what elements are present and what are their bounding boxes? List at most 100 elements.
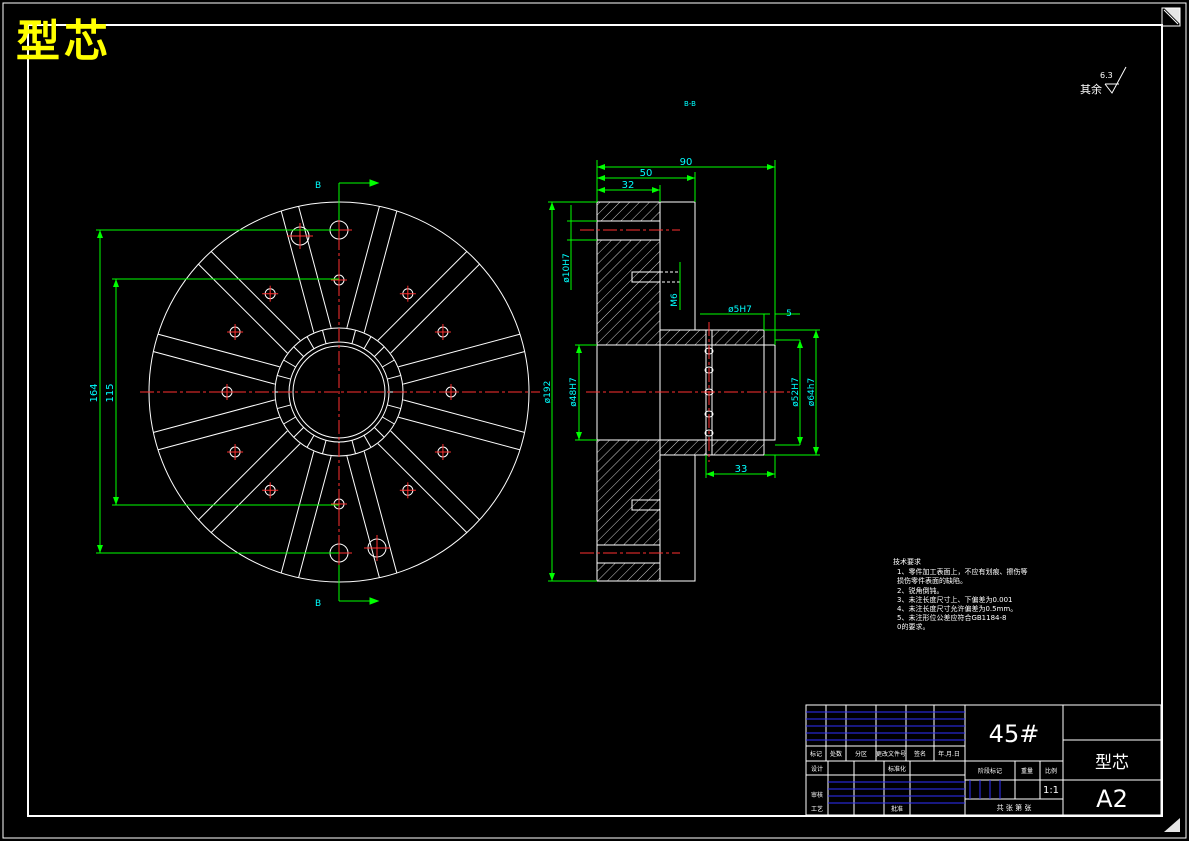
front-dim-arrows — [97, 230, 119, 553]
process-label: 工艺 — [811, 805, 823, 813]
slot-edge — [403, 399, 525, 433]
slot-edge — [398, 333, 521, 368]
dim-d5h7: ø5H7 — [728, 305, 752, 315]
cut-label-bottom: B — [315, 599, 321, 609]
drawing-title: 型芯 — [16, 16, 112, 67]
slot-edge — [403, 351, 525, 385]
dim-5: 5 — [786, 309, 792, 319]
slot-edge — [346, 206, 380, 328]
hatch-hub-upper — [711, 329, 765, 346]
hub-tooth — [293, 427, 304, 438]
slot-edge — [377, 250, 468, 341]
roughness-prefix: 其余 — [1080, 82, 1102, 96]
sheets-text: 共 张 第 张 — [997, 803, 1032, 812]
hub-tooth — [321, 440, 327, 454]
hatch-lower — [596, 562, 661, 582]
dim-32: 32 — [622, 180, 635, 191]
hub-tooth — [382, 416, 395, 425]
slot-edge — [377, 443, 468, 534]
hub-tooth — [277, 374, 291, 380]
hatch-hub-lower — [711, 439, 765, 456]
dim-50: 50 — [640, 168, 653, 179]
hub-tooth — [277, 404, 291, 410]
hub-tooth — [293, 346, 304, 357]
slot-edge — [398, 416, 521, 451]
header-col-3: 分区 — [855, 750, 867, 758]
slot-edge — [197, 263, 288, 354]
title-block-blue-grid — [806, 711, 1001, 804]
hub-tooth — [363, 336, 372, 349]
section-dimensions — [548, 160, 820, 582]
hub-tooth — [374, 346, 385, 357]
tech-note-3: 3、未注长度尺寸上、下偏差为0.001 — [897, 595, 1013, 604]
material-label: 45# — [989, 720, 1040, 748]
header-col-6: 年.月.日 — [938, 750, 960, 758]
front-centerlines — [140, 190, 540, 596]
hatch-upper — [596, 201, 661, 222]
roughness-symbol — [1104, 66, 1127, 94]
slot-edge — [280, 451, 315, 574]
hub-tooth — [363, 435, 372, 448]
roughness-value: 6.3 — [1100, 71, 1113, 80]
slot-edge — [346, 456, 380, 578]
slot-edge — [157, 333, 280, 368]
hub-tooth — [374, 427, 385, 438]
hub-tooth — [387, 374, 401, 380]
tech-note-5b: 0的要求。 — [897, 622, 929, 631]
slot-edge — [298, 206, 332, 328]
dim-d48h7: ø48H7 — [569, 377, 579, 406]
slot-edge — [390, 263, 481, 354]
slot-edge — [157, 416, 280, 451]
hub-tooth — [351, 330, 357, 344]
sheet-size-label: A2 — [1096, 785, 1128, 813]
stage-label: 阶段标记 — [978, 767, 1002, 775]
part-name-label: 型芯 — [1095, 753, 1129, 773]
hub-tooth — [306, 435, 315, 448]
tech-note-1b: 损伤零件表面的缺陷。 — [897, 576, 967, 585]
slot-edge — [298, 456, 332, 578]
hub-tooth — [382, 359, 395, 368]
dim-90: 90 — [680, 157, 693, 168]
slot-edge — [153, 351, 275, 385]
header-col-5: 签名 — [914, 750, 926, 758]
tech-notes-heading: 技术要求 — [893, 557, 921, 566]
dim-d52h7: ø52H7 — [791, 377, 801, 406]
slot-edge — [153, 399, 275, 433]
scale-value: 1:1 — [1043, 785, 1059, 796]
weight-label: 重量 — [1021, 767, 1033, 775]
section-dim-texts: 90 50 32 ø10H7 M6 ø5H7 5 ø192 ø48H7 ø52H… — [543, 157, 817, 475]
scale-label: 比例 — [1045, 767, 1057, 775]
slot-edge — [197, 430, 288, 521]
tech-note-2: 2、锐角倒钝。 — [897, 586, 943, 595]
slot-edge — [363, 451, 398, 574]
tech-note-1: 1、零件加工表面上，不应有划痕、擦伤等 — [897, 567, 1027, 576]
slot-edge — [210, 250, 301, 341]
design-label: 设计 — [811, 765, 823, 773]
tech-notes: 技术要求 1、零件加工表面上，不应有划痕、擦伤等 损伤零件表面的缺陷。 2、锐角… — [893, 557, 1027, 631]
dim-m6: M6 — [670, 293, 680, 307]
dim-164: 164 — [89, 383, 100, 402]
section-cut-marks — [338, 179, 380, 605]
review-label: 审核 — [811, 791, 823, 799]
front-dimensions — [96, 229, 339, 554]
title-block-text: 45# 型芯 A2 1:1 标记 处数 分区 更改文件号 签名 年.月.日 设计… — [810, 720, 1129, 813]
dim-115: 115 — [105, 383, 116, 402]
hub-tooth — [321, 330, 327, 344]
section-view — [596, 201, 776, 582]
std-label: 标准化 — [888, 765, 906, 773]
approve-label: 批准 — [891, 805, 903, 813]
header-col-2: 处数 — [830, 750, 842, 758]
section-label: B-B — [684, 100, 696, 108]
header-col-1: 标记 — [810, 750, 822, 758]
hub-tooth — [306, 336, 315, 349]
hatch-lower-body — [596, 439, 707, 546]
cut-label-top: B — [315, 181, 321, 191]
hatch-upper-body — [596, 239, 707, 346]
dim-d192: ø192 — [543, 381, 553, 404]
slot-edge — [363, 210, 398, 333]
hub-tooth — [283, 359, 296, 368]
dim-d64h7: ø64h7 — [807, 378, 817, 406]
hub-tooth — [351, 440, 357, 454]
